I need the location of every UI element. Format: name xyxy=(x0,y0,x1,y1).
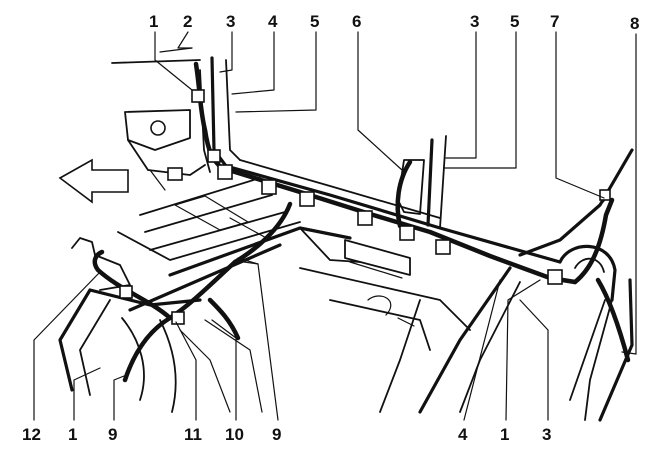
callout-top-4: 4 xyxy=(268,12,278,31)
callout-bottom-9: 9 xyxy=(108,425,117,444)
vehicle-floor-line-art xyxy=(58,47,634,422)
callout-top-5: 5 xyxy=(310,12,319,31)
callout-bottom-12: 12 xyxy=(22,425,41,444)
wiring-harness xyxy=(92,61,631,383)
callout-bottom-1: 1 xyxy=(68,425,77,444)
callout-top-3: 3 xyxy=(226,12,235,31)
callout-top-8: 8 xyxy=(630,14,639,33)
callout-top-5-right: 5 xyxy=(510,12,519,31)
callout-top-3-right: 3 xyxy=(470,12,479,31)
callout-top-6: 6 xyxy=(352,12,361,31)
callout-top-2: 2 xyxy=(183,12,192,31)
callout-top-7: 7 xyxy=(550,12,559,31)
callout-bottom-1-right: 1 xyxy=(500,425,509,444)
callout-bottom-11: 11 xyxy=(184,425,202,444)
leader-lines xyxy=(33,31,637,421)
callout-bottom-9-center: 9 xyxy=(272,425,281,444)
callout-bottom-4: 4 xyxy=(458,425,468,444)
callout-bottom-10: 10 xyxy=(225,425,244,444)
callout-numbers: 1 2 3 4 5 6 3 5 7 8 12 1 9 11 10 9 4 1 3 xyxy=(22,12,639,444)
callout-bottom-3-right: 3 xyxy=(542,425,551,444)
callout-top-1: 1 xyxy=(149,12,158,31)
